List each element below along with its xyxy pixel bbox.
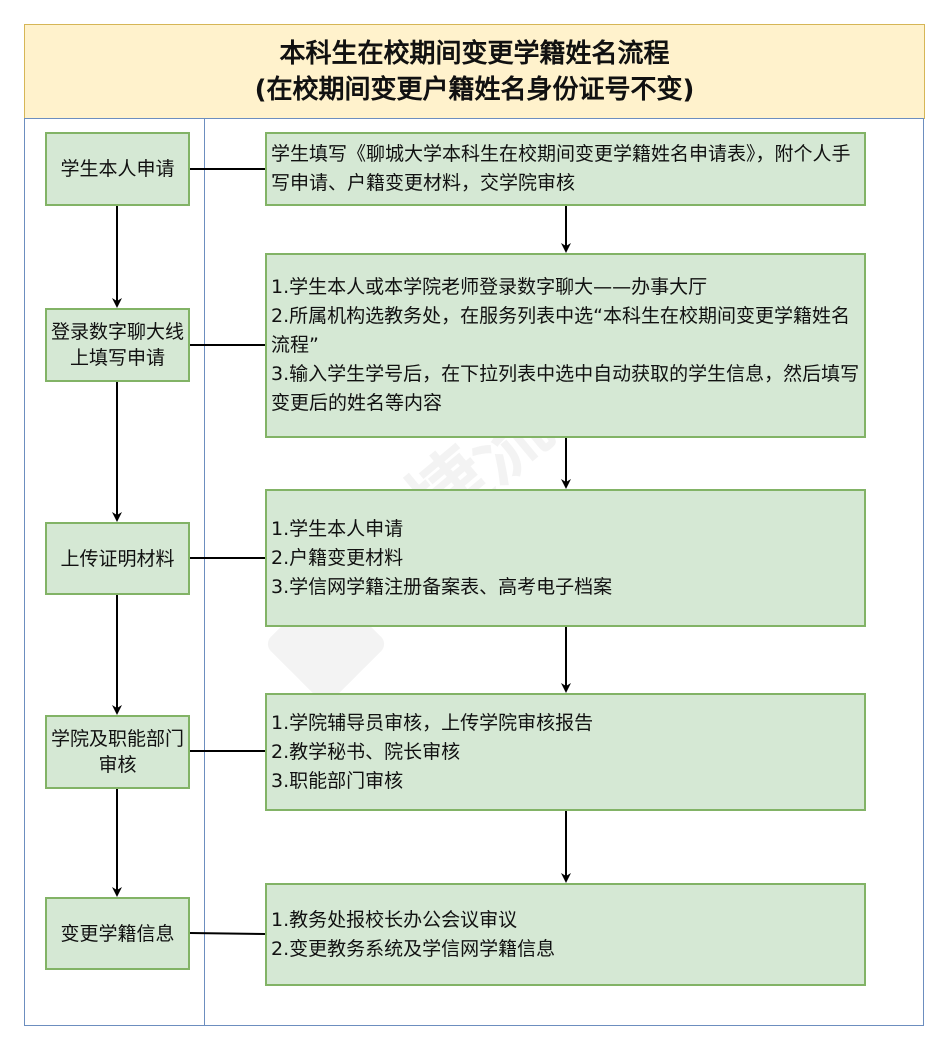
detail-line: 1.学生本人申请 xyxy=(271,517,404,540)
detail-line: 2.教学秘书、院长审核 xyxy=(271,740,461,763)
step-box-change-info: 变更学籍信息 xyxy=(45,897,190,970)
step-box-online-apply: 登录数字聊大线上填写申请 xyxy=(45,308,190,382)
detail-box-review: 1.学院辅导员审核，上传学院审核报告 2.教学秘书、院长审核 3.职能部门审核 xyxy=(265,693,866,811)
detail-line: 学生填写《聊城大学本科生在校期间变更学籍姓名申请表》，附个人手写申请、户籍变更材… xyxy=(271,143,851,194)
diagram-title-header: 本科生在校期间变更学籍姓名流程 (在校期间变更户籍姓名身份证号不变) xyxy=(24,24,925,119)
step-box-apply: 学生本人申请 xyxy=(45,132,190,206)
detail-box-online-apply: 1.学生本人或本学院老师登录数字聊大——办事大厅 2.所属机构选教务处，在服务列… xyxy=(265,253,866,438)
detail-line: 1.教务处报校长办公会议审议 xyxy=(271,908,518,931)
step-label: 学生本人申请 xyxy=(60,158,175,180)
step-label: 学院及职能部门审核 xyxy=(50,728,184,776)
detail-box-apply: 学生填写《聊城大学本科生在校期间变更学籍姓名申请表》，附个人手写申请、户籍变更材… xyxy=(265,132,866,206)
step-label: 变更学籍信息 xyxy=(60,922,175,945)
detail-line: 3.输入学生学号后，在下拉列表中选中自动获取的学生信息，然后填写变更后的姓名等内… xyxy=(271,363,860,414)
detail-line: 1.学院辅导员审核，上传学院审核报告 xyxy=(271,711,594,734)
swimlane-divider xyxy=(204,118,205,1026)
detail-line: 2.户籍变更材料 xyxy=(271,546,404,569)
step-label: 登录数字聊大线上填写申请 xyxy=(50,321,184,369)
detail-line: 3.学信网学籍注册备案表、高考电子档案 xyxy=(271,575,613,598)
detail-box-change-info: 1.教务处报校长办公会议审议 2.变更教务系统及学信网学籍信息 xyxy=(265,883,866,986)
step-box-review: 学院及职能部门审核 xyxy=(45,715,190,789)
detail-box-upload-proof: 1.学生本人申请 2.户籍变更材料 3.学信网学籍注册备案表、高考电子档案 xyxy=(265,489,866,627)
detail-line: 3.职能部门审核 xyxy=(271,769,404,792)
step-box-upload-proof: 上传证明材料 xyxy=(45,522,190,595)
title-line-1: 本科生在校期间变更学籍姓名流程 xyxy=(279,38,670,69)
step-label: 上传证明材料 xyxy=(60,547,175,570)
detail-line: 2.所属机构选教务处，在服务列表中选“本科生在校期间变更学籍姓名流程” xyxy=(271,305,850,356)
title-line-2: (在校期间变更户籍姓名身份证号不变) xyxy=(254,74,695,105)
swimlane-frame xyxy=(24,118,924,1026)
detail-line: 1.学生本人或本学院老师登录数字聊大——办事大厅 xyxy=(271,276,708,298)
detail-line: 2.变更教务系统及学信网学籍信息 xyxy=(271,937,556,960)
